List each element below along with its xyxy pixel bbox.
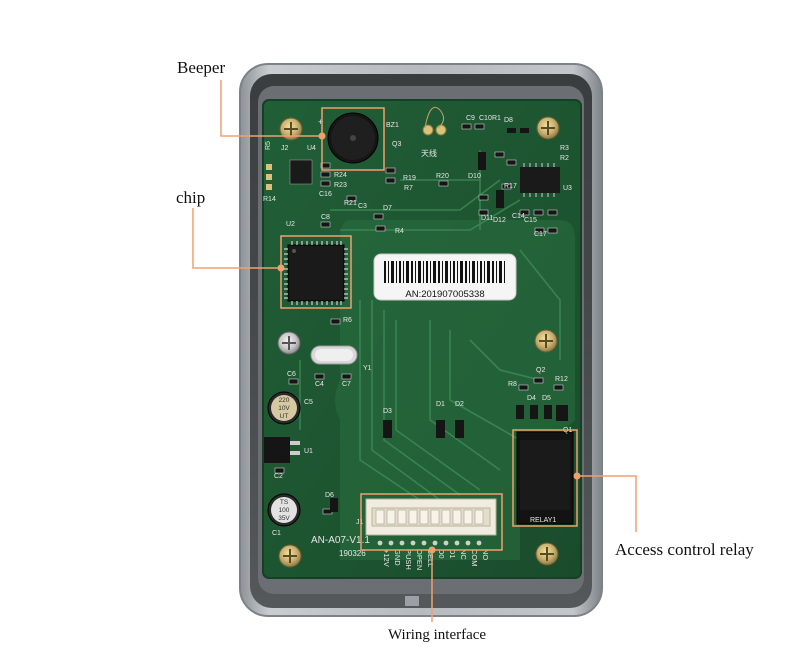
svg-text:C17: C17 [534, 231, 547, 238]
svg-text:35V: 35V [278, 515, 290, 522]
svg-text:U4: U4 [307, 145, 316, 152]
svg-text:R14: R14 [263, 196, 276, 203]
svg-text:C9: C9 [466, 115, 475, 122]
svg-text:C8: C8 [321, 214, 330, 221]
svg-text:10V: 10V [278, 405, 290, 412]
svg-text:+: + [318, 117, 323, 127]
capacitor-c5: 220 10V UT [267, 391, 301, 425]
pin-label: BELL [426, 549, 435, 567]
pin-label: COM [470, 549, 479, 567]
pin-label: OPEN [415, 549, 424, 570]
svg-text:D8: D8 [504, 117, 513, 124]
svg-text:D5: D5 [542, 395, 551, 402]
svg-text:C10: C10 [479, 115, 492, 122]
svg-text:J1: J1 [356, 519, 364, 526]
wiring-callout-label: Wiring interface [388, 627, 487, 643]
svg-text:R19: R19 [403, 175, 416, 182]
svg-text:C7: C7 [342, 381, 351, 388]
svg-text:D11: D11 [481, 215, 493, 222]
svg-text:R7: R7 [404, 185, 413, 192]
svg-text:Q2: Q2 [536, 367, 545, 374]
date-code: 190326 [339, 549, 366, 558]
chip-callout-label: chip [176, 188, 206, 207]
svg-text:D6: D6 [325, 492, 334, 499]
svg-text:D2: D2 [455, 401, 464, 408]
svg-text:C4: C4 [315, 381, 324, 388]
svg-text:Q3: Q3 [392, 141, 401, 148]
svg-text:R24: R24 [334, 172, 347, 179]
board-model: AN-A07-V1.1 [311, 535, 370, 546]
screw [279, 117, 303, 141]
barcode-label: AN:201907005338 [373, 253, 517, 301]
microcontroller-chip [284, 241, 348, 305]
svg-text:U1: U1 [304, 448, 313, 455]
svg-text:D10: D10 [468, 173, 481, 180]
svg-text:R17: R17 [504, 183, 517, 190]
pin-label: D1 [448, 549, 457, 559]
relay-callout-label: Access control relay [615, 540, 754, 559]
svg-text:R6: R6 [343, 317, 352, 324]
screw [277, 331, 301, 355]
svg-text:天线: 天线 [421, 148, 437, 158]
screw [534, 329, 558, 353]
wiring-connector [365, 498, 497, 546]
svg-text:BZ1: BZ1 [386, 122, 399, 129]
svg-text:R23: R23 [334, 182, 347, 189]
svg-text:R1: R1 [492, 115, 501, 122]
capacitor-c1: TS 100 35V [267, 493, 301, 527]
relay: RELAY1 [516, 431, 574, 525]
screw [536, 116, 560, 140]
svg-text:D1: D1 [436, 401, 445, 408]
screw [535, 542, 559, 566]
svg-text:J2: J2 [281, 145, 289, 152]
buzzer [327, 112, 379, 164]
chip-highlight-box [280, 235, 352, 309]
svg-text:R4: R4 [395, 228, 404, 235]
svg-text:RELAY1: RELAY1 [530, 517, 556, 524]
svg-text:D12: D12 [493, 217, 506, 224]
svg-text:R3: R3 [560, 145, 569, 152]
svg-text:100: 100 [279, 507, 290, 514]
beeper-leader-line [220, 80, 322, 137]
svg-text:U3: U3 [563, 185, 572, 192]
svg-text:U2: U2 [286, 221, 295, 228]
svg-text:R21: R21 [344, 200, 357, 207]
beeper-callout-label: Beeper [177, 58, 226, 77]
svg-text:C15: C15 [524, 217, 537, 224]
chip-leader-line [192, 208, 281, 269]
svg-text:R8: R8 [508, 381, 517, 388]
barcode-text: AN:201907005338 [405, 289, 484, 300]
svg-text:R12: R12 [555, 376, 568, 383]
screw [278, 544, 302, 568]
pin-label: GND [393, 549, 402, 566]
svg-text:TS: TS [280, 499, 289, 506]
pin-label: PUSH [404, 549, 413, 570]
svg-text:220: 220 [279, 397, 290, 404]
svg-text:R2: R2 [560, 155, 569, 162]
pin-label: +12V [382, 549, 391, 567]
svg-text:C6: C6 [287, 371, 296, 378]
svg-text:Y1: Y1 [363, 365, 372, 372]
pin-label: NO [481, 549, 490, 560]
svg-text:C3: C3 [358, 203, 367, 210]
svg-text:D7: D7 [383, 205, 392, 212]
pin-label: D0 [437, 549, 446, 559]
svg-text:C2: C2 [274, 473, 283, 480]
pin-label: NC [459, 549, 468, 560]
svg-text:C14: C14 [512, 213, 525, 220]
svg-text:C5: C5 [304, 399, 313, 406]
svg-text:D3: D3 [383, 408, 392, 415]
svg-text:C1: C1 [272, 530, 281, 537]
svg-text:D4: D4 [527, 395, 536, 402]
relay-leader-line [577, 475, 637, 532]
svg-text:R5: R5 [265, 141, 272, 150]
svg-text:UT: UT [280, 413, 289, 420]
svg-text:C16: C16 [319, 191, 332, 198]
svg-text:R20: R20 [436, 173, 449, 180]
